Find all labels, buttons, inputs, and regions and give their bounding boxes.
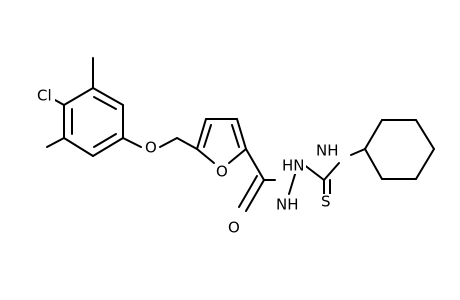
ether-ch2-bond — [159, 137, 178, 148]
thione-sulfur-label: S — [321, 193, 331, 211]
thione-sulfur-label-background — [319, 194, 332, 210]
methyl-bond-lower — [46, 137, 65, 148]
ether-oxygen-label: O — [145, 139, 157, 157]
carbonyl-oxygen-label-background — [226, 220, 240, 236]
furan-oxygen-label: O — [216, 163, 228, 181]
benzene-bond-6 — [63, 87, 94, 106]
furan-inner-bond-2 — [231, 124, 240, 148]
carbonyl-double-bond-b — [238, 175, 258, 208]
furan-bond-4 — [228, 148, 247, 164]
furan-bond-3 — [236, 118, 247, 150]
hydrazide-nh-upper-label-background — [281, 158, 306, 174]
cyclohexane-bond-1 — [364, 119, 383, 150]
nh-nh-bond — [288, 170, 297, 195]
benzene-bond-1 — [92, 87, 124, 106]
nh-thiocarbonyl-bond — [302, 163, 325, 181]
chlorine-label: Cl — [37, 87, 52, 105]
cyclohexane-bond-6 — [364, 148, 383, 180]
chlorine-bond — [54, 99, 65, 106]
benzene-bond-3 — [92, 137, 124, 157]
cyclohexane-bond-4 — [415, 148, 435, 180]
carbonyl-double-bond-a — [245, 179, 265, 212]
ether-oxygen-label-background — [142, 140, 156, 156]
benzene-ring — [63, 87, 124, 157]
furan-bond-1 — [196, 118, 207, 150]
cyclohexane-bond-3 — [415, 119, 435, 150]
thiocarbonyl-nh-bond — [323, 162, 340, 181]
aryl-ether-bond — [122, 137, 142, 148]
hydrazide-nh-lower-label-background — [275, 197, 300, 213]
ch2-furan-bond — [176, 137, 198, 150]
chlorine-label-background — [36, 88, 55, 104]
thioamide-nh-label-background — [315, 143, 340, 159]
cyclohexane-ring — [364, 119, 435, 180]
benzene-bond-4 — [63, 137, 94, 157]
hydrazide-nh-lower-label: NH — [276, 196, 299, 214]
thioamide-nh-label: NH — [316, 142, 339, 160]
furan-inner-bond-1 — [203, 124, 212, 148]
furan-carbonyl-bond — [245, 148, 265, 181]
furan-oxygen-label-background — [214, 164, 228, 180]
furan-ring — [196, 118, 247, 164]
hydrazide-nh-upper-label: HN — [282, 157, 305, 175]
benzene-inner-bond-2 — [93, 133, 117, 148]
furan-bond-5 — [196, 148, 215, 164]
benzene-inner-bond-1 — [93, 96, 117, 110]
nh-cyclohexyl-bond — [350, 148, 366, 156]
carbonyl-oxygen-label: O — [228, 219, 240, 237]
